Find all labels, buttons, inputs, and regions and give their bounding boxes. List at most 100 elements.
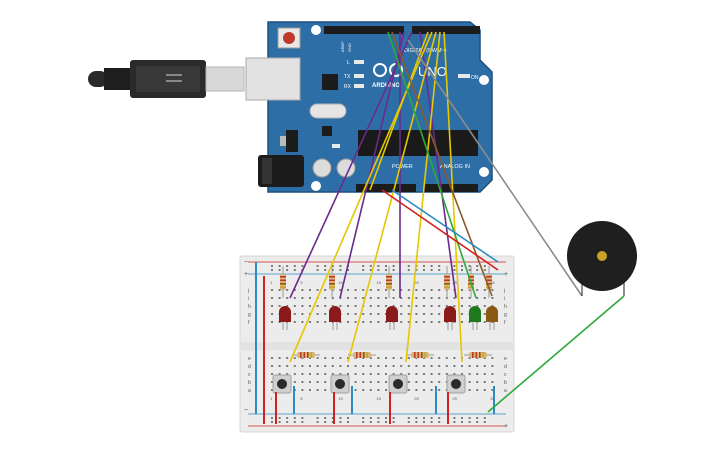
breadboard-hole[interactable] xyxy=(331,365,334,367)
rail-hole[interactable] xyxy=(377,417,380,419)
breadboard-hole[interactable] xyxy=(377,289,380,291)
breadboard-hole[interactable] xyxy=(430,381,433,383)
rail-hole[interactable] xyxy=(347,269,349,271)
rail-hole[interactable] xyxy=(453,269,456,271)
breadboard-hole[interactable] xyxy=(430,305,433,307)
breadboard-hole[interactable] xyxy=(400,289,403,291)
breadboard-hole[interactable] xyxy=(491,373,494,375)
rail-hole[interactable] xyxy=(278,269,281,271)
breadboard-hole[interactable] xyxy=(385,373,387,375)
rail-hole[interactable] xyxy=(407,265,410,267)
breadboard-hole[interactable] xyxy=(483,321,486,323)
rail-hole[interactable] xyxy=(385,417,387,419)
breadboard-hole[interactable] xyxy=(415,373,418,375)
rail-hole[interactable] xyxy=(278,421,281,423)
rail-hole[interactable] xyxy=(347,417,349,419)
rail-hole[interactable] xyxy=(423,265,425,267)
breadboard-hole[interactable] xyxy=(445,357,448,359)
breadboard-hole[interactable] xyxy=(278,289,281,291)
breadboard-hole[interactable] xyxy=(415,313,418,315)
breadboard-hole[interactable] xyxy=(369,381,372,383)
breadboard-hole[interactable] xyxy=(400,321,403,323)
breadboard-hole[interactable] xyxy=(286,357,289,359)
rail-hole[interactable] xyxy=(415,269,418,271)
breadboard-hole[interactable] xyxy=(423,305,425,307)
breadboard-hole[interactable] xyxy=(301,313,304,315)
rail-hole[interactable] xyxy=(369,265,372,267)
breadboard-hole[interactable] xyxy=(324,373,327,375)
breadboard-hole[interactable] xyxy=(316,365,319,367)
breadboard-hole[interactable] xyxy=(347,289,349,291)
rail-hole[interactable] xyxy=(271,269,273,271)
breadboard-hole[interactable] xyxy=(423,297,425,299)
breadboard-hole[interactable] xyxy=(423,313,425,315)
rail-hole[interactable] xyxy=(483,265,486,267)
rail-hole[interactable] xyxy=(331,421,334,423)
rail-hole[interactable] xyxy=(415,417,418,419)
jumper-wires[interactable] xyxy=(289,31,625,413)
breadboard-hole[interactable] xyxy=(415,305,418,307)
breadboard-hole[interactable] xyxy=(271,389,273,391)
breadboard-hole[interactable] xyxy=(430,373,433,375)
rail-hole[interactable] xyxy=(392,417,395,419)
breadboard-hole[interactable] xyxy=(271,305,273,307)
rail-hole[interactable] xyxy=(468,417,471,419)
breadboard-hole[interactable] xyxy=(369,373,372,375)
breadboard-hole[interactable] xyxy=(423,373,425,375)
breadboard-hole[interactable] xyxy=(362,373,365,375)
breadboard-hole[interactable] xyxy=(400,357,403,359)
rail-hole[interactable] xyxy=(293,269,296,271)
breadboard-hole[interactable] xyxy=(293,373,296,375)
breadboard-hole[interactable] xyxy=(293,305,296,307)
breadboard-hole[interactable] xyxy=(331,305,334,307)
breadboard-hole[interactable] xyxy=(286,365,289,367)
rail-hole[interactable] xyxy=(438,269,441,271)
breadboard-hole[interactable] xyxy=(369,357,372,359)
rail-hole[interactable] xyxy=(369,417,372,419)
breadboard-hole[interactable] xyxy=(461,313,463,315)
rail-hole[interactable] xyxy=(453,265,456,267)
breadboard-hole[interactable] xyxy=(407,389,410,391)
led[interactable] xyxy=(469,306,481,322)
breadboard-hole[interactable] xyxy=(354,373,357,375)
breadboard-hole[interactable] xyxy=(438,305,441,307)
breadboard-hole[interactable] xyxy=(377,305,380,307)
breadboard-hole[interactable] xyxy=(293,365,296,367)
rail-hole[interactable] xyxy=(483,269,486,271)
breadboard-hole[interactable] xyxy=(461,365,463,367)
breadboard-hole[interactable] xyxy=(438,365,441,367)
breadboard-hole[interactable] xyxy=(468,305,471,307)
breadboard-hole[interactable] xyxy=(347,313,349,315)
breadboard-hole[interactable] xyxy=(316,373,319,375)
rail-hole[interactable] xyxy=(430,417,433,419)
rail-hole[interactable] xyxy=(316,269,319,271)
breadboard-hole[interactable] xyxy=(316,305,319,307)
jumper-wire[interactable] xyxy=(289,31,413,299)
breadboard-hole[interactable] xyxy=(476,373,479,375)
breadboard-hole[interactable] xyxy=(483,365,486,367)
jumper-wire[interactable] xyxy=(443,31,463,363)
jumper-wire[interactable] xyxy=(339,31,405,299)
rail-hole[interactable] xyxy=(430,265,433,267)
breadboard-hole[interactable] xyxy=(286,373,289,375)
breadboard-hole[interactable] xyxy=(468,357,471,359)
usb-cable[interactable] xyxy=(88,60,245,98)
breadboard-hole[interactable] xyxy=(415,365,418,367)
breadboard-hole[interactable] xyxy=(369,305,372,307)
rail-hole[interactable] xyxy=(385,269,387,271)
digital-header-left[interactable] xyxy=(324,26,404,34)
rail-hole[interactable] xyxy=(430,421,433,423)
rail-hole[interactable] xyxy=(316,421,319,423)
breadboard-hole[interactable] xyxy=(476,305,479,307)
rail-hole[interactable] xyxy=(377,269,380,271)
breadboard-hole[interactable] xyxy=(430,289,433,291)
breadboard-hole[interactable] xyxy=(362,297,365,299)
breadboard-hole[interactable] xyxy=(483,289,486,291)
breadboard-hole[interactable] xyxy=(400,313,403,315)
breadboard-hole[interactable] xyxy=(476,389,479,391)
breadboard-hole[interactable] xyxy=(400,305,403,307)
breadboard-hole[interactable] xyxy=(483,313,486,315)
breadboard-hole[interactable] xyxy=(286,297,289,299)
breadboard-hole[interactable] xyxy=(354,289,357,291)
breadboard-hole[interactable] xyxy=(468,289,471,291)
